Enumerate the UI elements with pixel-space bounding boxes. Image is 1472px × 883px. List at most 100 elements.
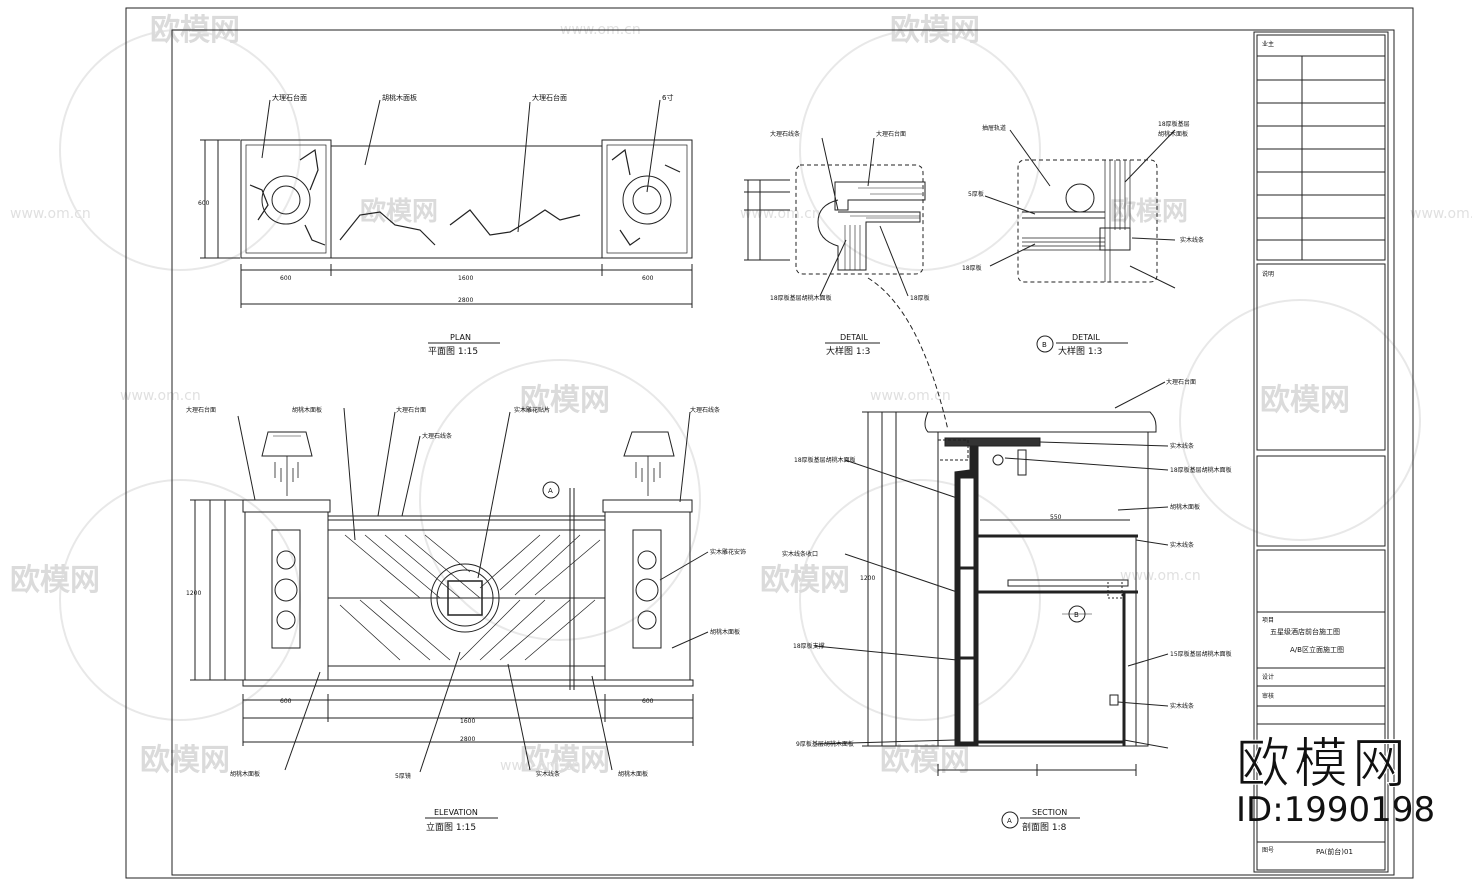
section-label: 18厚板基层胡桃木面板 xyxy=(1170,466,1232,474)
section-label: 胡桃木面板 xyxy=(1170,503,1200,511)
section-label: 18厚板支撑 xyxy=(793,642,825,650)
watermark-text: 欧模网 xyxy=(360,196,438,227)
watermark-url: www.om.cn xyxy=(1120,568,1201,584)
section-dim: 550 xyxy=(1050,514,1062,521)
elevation-label: 实木线条 xyxy=(536,770,560,778)
plan-title-en: PLAN xyxy=(450,333,471,342)
watermark-text: 欧模网 xyxy=(760,563,850,598)
elevation-view xyxy=(190,407,1019,829)
title-block-project-line2: A/B区立面施工图 xyxy=(1290,645,1344,654)
section-marker: A xyxy=(1007,817,1012,825)
elevation-label: 胡桃木面板 xyxy=(230,770,260,778)
detail2-label: 胡桃木面板 xyxy=(1158,130,1188,138)
elevation-dim: 1200 xyxy=(186,590,201,597)
section-label: 实木线条收口 xyxy=(782,550,818,558)
title-block-checker: 审核 xyxy=(1262,692,1274,700)
title-block-sheet-no: PA(前台)01 xyxy=(1316,847,1353,856)
elevation-label: 5厚镜 xyxy=(395,772,411,780)
elevation-label: 胡桃木面板 xyxy=(292,406,322,414)
watermark-text: 欧模网 xyxy=(520,383,610,418)
plan-dim: 1600 xyxy=(458,275,473,282)
detail2-title-cn: 大样图 1:3 xyxy=(1058,345,1102,357)
plan-view xyxy=(200,99,693,308)
brand-id: ID:1990198 xyxy=(1236,790,1436,830)
elevation-dim: 600 xyxy=(280,698,292,705)
plan-title-cn: 平面图 1:15 xyxy=(428,346,478,357)
elevation-label: 胡桃木面板 xyxy=(618,770,648,778)
elevation-section-marker: A xyxy=(548,487,553,495)
outer-border xyxy=(125,7,1414,879)
plan-label: 大理石台面 xyxy=(532,93,567,102)
brand-name: 欧模网 xyxy=(1236,732,1410,795)
elevation-label: 实木雕花安饰 xyxy=(710,548,746,556)
plan-dim: 600 xyxy=(642,275,654,282)
elevation-label: 胡桃木面板 xyxy=(710,628,740,636)
watermark-text: 欧模网 xyxy=(880,743,970,778)
section-label: 实木线条 xyxy=(1170,442,1194,450)
title-block-designer: 设计 xyxy=(1262,673,1274,681)
title-block-project-label: 项目 xyxy=(1262,617,1274,624)
watermark-text: 欧模网 xyxy=(140,743,230,778)
section-title-en: SECTION xyxy=(1032,808,1067,817)
section-dim: 1200 xyxy=(860,575,875,582)
elevation-label: 大理石线条 xyxy=(422,432,452,440)
detail1-label: 大理石台面 xyxy=(876,130,906,138)
detail1-title-en: DETAIL xyxy=(840,333,868,342)
section-label: 实木线条 xyxy=(1170,702,1194,710)
detail1-label: 18厚板 xyxy=(910,294,930,302)
section-title-cn: 剖面图 1:8 xyxy=(1022,821,1067,833)
watermark-url: www.om.cn xyxy=(10,206,91,222)
elevation-dim: 2800 xyxy=(460,736,475,743)
inner-border xyxy=(171,29,1395,876)
detail2-label: 抽屉轨道 xyxy=(982,124,1006,132)
plan-label: 6寸 xyxy=(662,93,673,102)
watermark-layer: 欧模网 欧模网 欧模网 欧模网 欧模网 欧模网 欧模网 欧模网 欧模网 欧模网 … xyxy=(10,13,1472,778)
detail2-marker: B xyxy=(1042,341,1047,349)
elevation-title-en: ELEVATION xyxy=(434,808,478,817)
elevation-label: 大理石线条 xyxy=(690,406,720,414)
watermark-text: 欧模网 xyxy=(10,563,100,598)
title-block-sheet-label: 图号 xyxy=(1262,847,1274,854)
detail2-title-en: DETAIL xyxy=(1072,333,1100,342)
title-block-project-line1: 五星级酒店前台施工图 xyxy=(1270,627,1340,636)
detail1-label: 大理石线条 xyxy=(770,130,800,138)
detail2-label: 18厚板基层 xyxy=(1158,120,1190,128)
title-block-notes: 说明 xyxy=(1262,270,1274,278)
plan-label: 大理石台面 xyxy=(272,93,307,102)
section-view xyxy=(814,381,1169,776)
detail1-title-cn: 大样图 1:3 xyxy=(826,345,870,357)
detail-1-view xyxy=(744,137,949,431)
watermark-url: www.om.cn xyxy=(870,388,951,404)
detail1-label: 18厚板基层胡桃木面板 xyxy=(770,294,832,302)
section-detail-marker: B xyxy=(1074,611,1079,619)
watermark-text: 欧模网 xyxy=(520,743,610,778)
section-label: 大理石台面 xyxy=(1166,378,1196,386)
detail2-label: 5厚板 xyxy=(968,190,984,198)
plan-dim: 2800 xyxy=(458,297,473,304)
plan-dim: 600 xyxy=(280,275,292,282)
brand-watermark: 欧模网 ID:1990198 xyxy=(1236,732,1436,830)
section-label: 15厚板基层胡桃木面板 xyxy=(1170,650,1232,658)
elevation-label: 大理石台面 xyxy=(396,406,426,414)
watermark-url: www.om.cn xyxy=(740,206,821,222)
elevation-dim: 1600 xyxy=(460,718,475,725)
detail-2-view xyxy=(984,129,1176,353)
section-label: 9厚板基层胡桃木面板 xyxy=(796,740,854,748)
title-block xyxy=(1253,31,1389,873)
elevation-dim: 600 xyxy=(642,698,654,705)
section-label: 18厚板基层胡桃木面板 xyxy=(794,456,856,464)
section-label: 实木线条 xyxy=(1170,541,1194,549)
watermark-url: www.om.cn xyxy=(120,388,201,404)
elevation-label: 大理石台面 xyxy=(186,406,216,414)
elevation-title-cn: 立面图 1:15 xyxy=(426,821,476,833)
detail2-label: 18厚板 xyxy=(962,264,982,272)
watermark-text: 欧模网 xyxy=(1110,196,1188,227)
plan-dim: 600 xyxy=(198,200,210,207)
elevation-label: 实木雕花贴片 xyxy=(514,406,550,414)
plan-label: 胡桃木面板 xyxy=(382,93,417,102)
watermark-text: 欧模网 xyxy=(1260,383,1350,418)
title-block-owner: 业主 xyxy=(1262,40,1274,48)
watermark-url: www.om.cn xyxy=(500,758,581,774)
watermark-url: www.om.cn xyxy=(1410,206,1472,222)
